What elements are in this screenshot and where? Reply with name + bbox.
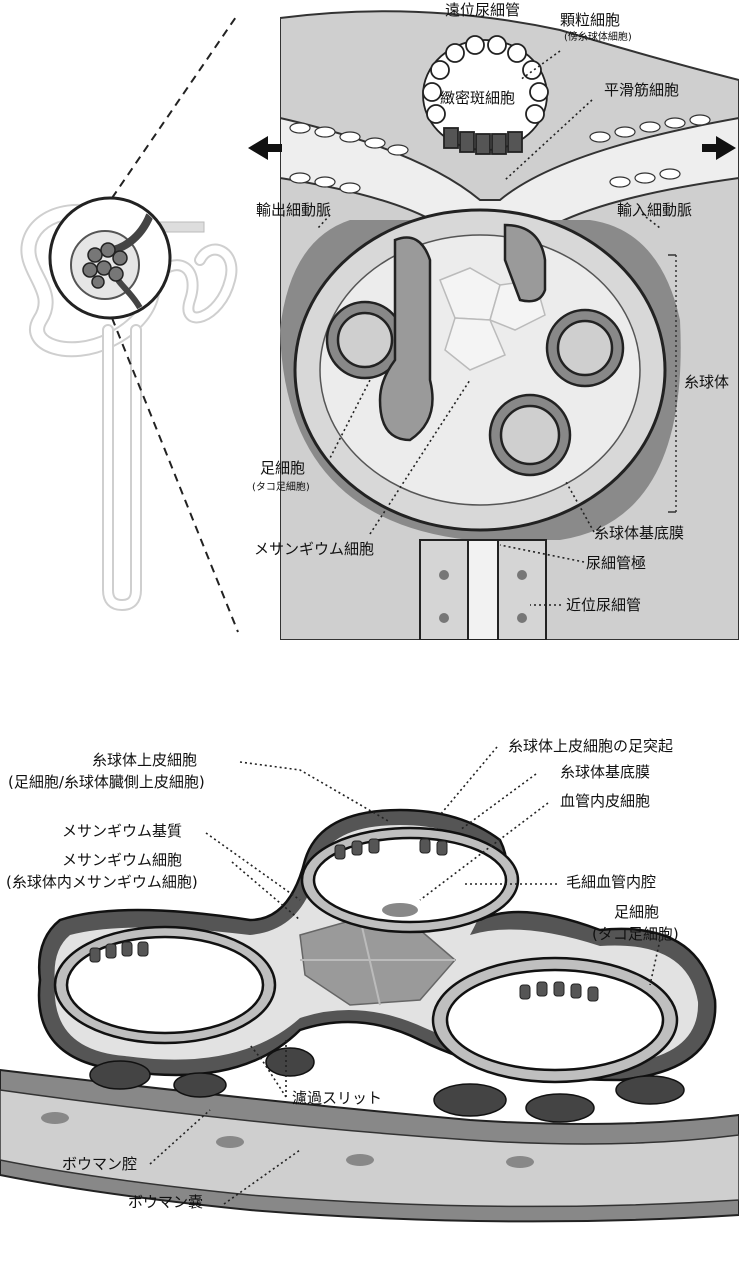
label-mesangial-matrix: メサンギウム基質 (62, 822, 183, 840)
label-efferent-arteriole: 輸出細動脈 (256, 201, 332, 219)
efferent-flow-arrow (248, 136, 282, 160)
label-bottom-podocyte-sub: (タコ足細胞) (592, 925, 679, 943)
label-granular-cell: 顆粒細胞 (560, 11, 621, 29)
label-podocyte-sub: (タコ足細胞) (252, 482, 310, 493)
label-filtration-slit: 濾過スリット (292, 1089, 383, 1107)
label-capillary-lumen: 毛細血管内腔 (566, 873, 657, 891)
label-bottom-gbm: 糸球体基底膜 (560, 763, 651, 781)
top-leaders (317, 50, 661, 606)
label-mesangial-cell: メサンギウム細胞 (254, 540, 375, 558)
barrier-section (0, 808, 739, 1223)
label-glomerular-epithelial: 糸球体上皮細胞 (92, 751, 198, 769)
label-foot-process: 糸球体上皮細胞の足突起 (508, 737, 674, 755)
label-gbm: 糸球体基底膜 (594, 524, 685, 542)
label-granular-cell-sub: (傍糸球体細胞) (564, 32, 632, 43)
label-podocyte: 足細胞 (260, 459, 306, 477)
afferent-flow-arrow (702, 136, 736, 160)
zoom-line-bottom (111, 317, 239, 633)
nephron-overview (20, 203, 238, 612)
label-smooth-muscle: 平滑筋細胞 (604, 81, 680, 99)
label-macula-densa: 緻密斑細胞 (440, 89, 516, 107)
label-bottom-podocyte: 足細胞 (614, 903, 660, 921)
label-proximal-tubule: 近位尿細管 (566, 596, 642, 614)
label-afferent-arteriole: 輸入細動脈 (617, 201, 693, 219)
label-glomerular-epithelial-sub: (足細胞/糸球体臓側上皮細胞) (8, 773, 205, 791)
glomerulus-closeup (280, 10, 739, 640)
zoom-circle (48, 196, 172, 320)
label-endothelial: 血管内皮細胞 (560, 792, 651, 810)
label-glomerulus: 糸球体 (684, 373, 730, 391)
label-bottom-mesangial-cell-sub: (糸球体内メサンギウム細胞) (6, 873, 198, 891)
label-bowman-capsule: ボウマン嚢 (128, 1193, 204, 1211)
bottom-leaders (149, 746, 661, 1205)
label-urinary-pole: 尿細管極 (586, 554, 647, 572)
label-bowman-space: ボウマン腔 (62, 1155, 138, 1173)
label-distal-tubule: 遠位尿細管 (445, 1, 521, 19)
label-bottom-mesangial-cell: メサンギウム細胞 (62, 851, 183, 869)
zoom-line-top (111, 13, 239, 199)
